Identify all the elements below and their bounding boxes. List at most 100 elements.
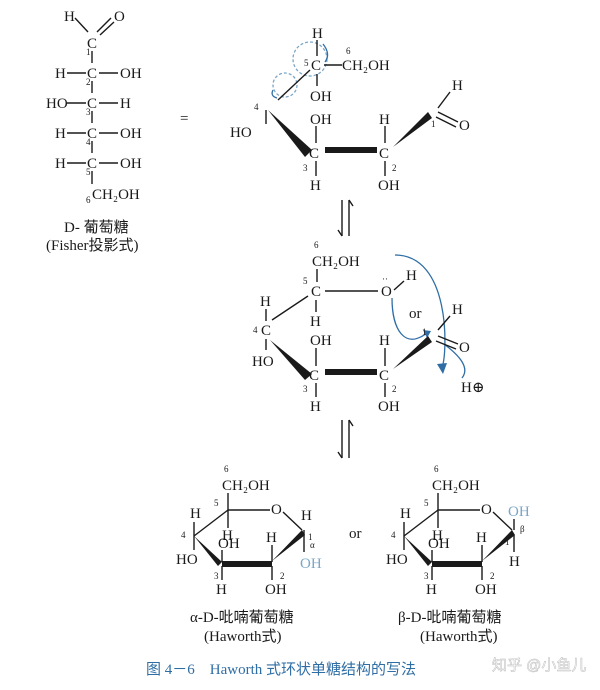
b-c1-oh-anomeric: OH [508,504,530,520]
a-c4-ho: HO [176,552,198,568]
b-c1-h: H [509,554,520,570]
c1-h-top: H [452,78,463,94]
c5-atom-mid: C [311,284,321,300]
b-num-5: 5 [424,498,429,508]
a-num-3: 3 [214,571,219,581]
num-6-top: 6 [346,46,351,56]
equilibrium-arrow-1 [337,199,354,237]
num-1-top: 1 [431,119,436,129]
num-3-top: 3 [303,163,308,173]
beta-subtitle: (Haworth式) [420,628,497,645]
equilibrium-arrow-2 [337,419,354,459]
a-ring-o: O [271,502,282,518]
a-c3-h: H [216,582,227,598]
num-4-mid: 4 [253,325,258,335]
num-4-top: 4 [254,102,259,112]
fisher-projection: H O C 1 H C 2 OH HO C 3 H H C 4 OH H C [46,9,142,254]
fisher-num-3: 3 [86,107,91,117]
fisher-num-5: 5 [86,167,91,177]
c3-h-mid: H [310,399,321,415]
b-c3-oh: OH [428,536,450,552]
c4-h-mid: H [260,294,271,310]
num-5-mid: 5 [303,276,308,286]
ring-o-mid: O [381,284,392,300]
num-2-mid: 2 [392,384,397,394]
fisher-h-5: H [55,156,66,172]
a-ch2oh: CH₂OH [222,478,270,494]
b-ring-o: O [481,502,492,518]
c4-atom-mid: C [261,323,271,339]
a-c5-h: H [222,528,233,544]
open-chain-structure: H 5 C 6 CH₂OH OH 4 HO OH C 3 H C 2 H OH … [230,26,470,194]
alpha-haworth: 6 CH₂OH 5 O H 4 H HO OH 3 H H 2 OH H 1 O… [176,464,322,645]
a-num-1: 1 [308,532,313,542]
a-c1-h: H [301,508,312,524]
c1-o-top: O [459,118,470,134]
b-num-1: 1 [505,537,510,547]
c2-oh-top: OH [378,178,400,194]
c1-h-mid: H [452,302,463,318]
fisher-c5: C [87,156,97,172]
b-c4-ho: HO [386,552,408,568]
c3-atom-mid: C [309,368,319,384]
c3-atom-top: C [309,146,319,162]
hydroxyl-h-mid: H [406,268,417,284]
fisher-name: D- 葡萄糖 [64,219,129,236]
a-c4-h: H [190,506,201,522]
c3-oh-mid: OH [310,333,332,349]
c5-oh-top: OH [310,89,332,105]
fisher-h-3: H [120,96,131,112]
fisher-num-2: 2 [86,77,91,87]
proton-label: H⊕ [461,380,484,396]
equals-sign: = [180,111,188,127]
fisher-ch2oh: CH₂OH [92,187,140,203]
fisher-c2: C [87,66,97,82]
b-num-3: 3 [424,571,429,581]
a-c2-oh: OH [265,582,287,598]
b-c3-h: H [426,582,437,598]
b-ch2oh: CH₂OH [432,478,480,494]
lone-pair-mid: ·· [382,274,388,284]
or-bottom: or [349,526,362,542]
figure-caption: 图 4－6 Haworth 式环状单糖结构的写法 [146,661,416,678]
b-num-4: 4 [391,530,396,540]
beta-name: β-D-吡喃葡萄糖 [398,609,501,626]
c6-ch2oh-mid: CH₂OH [312,254,360,270]
intermediate-structure: 6 CH₂OH 5 C H O ·· H or H 4 C HO OH C 3 … [252,240,484,415]
c2-h-top: H [379,112,390,128]
c3-oh-top: OH [310,112,332,128]
fisher-c1: C [87,36,97,52]
c3-h-top: H [310,178,321,194]
fisher-c3: C [87,96,97,112]
fisher-oh-5: OH [120,156,142,172]
b-c4-h: H [400,506,411,522]
num-2-top: 2 [392,163,397,173]
fisher-oh-4: OH [120,126,142,142]
fisher-h-top: H [64,9,75,25]
c5-atom: C [311,58,321,74]
b-c2-oh: OH [475,582,497,598]
b-num-6: 6 [434,464,439,474]
a-num-2: 2 [280,571,285,581]
fisher-h-4: H [55,126,66,142]
fisher-h-2: H [55,66,66,82]
fisher-num-4: 4 [86,137,91,147]
fisher-ho-3: HO [46,96,68,112]
fisher-subtitle: (Fisher投影式) [46,237,139,254]
c2-atom-top: C [379,146,389,162]
fisher-oh-2: OH [120,66,142,82]
a-num-5: 5 [214,498,219,508]
beta-haworth: 6 CH₂OH 5 O H 4 H HO OH 3 H H 2 OH OH β … [386,464,530,645]
num-6-mid: 6 [314,240,319,250]
c5-h-label: H [312,26,323,42]
num-1-mid: 1 [422,327,427,337]
num-5-top: 5 [304,58,309,68]
a-num-4: 4 [181,530,186,540]
fisher-c4: C [87,126,97,142]
c1-o-mid: O [459,340,470,356]
c6-ch2oh-top: CH₂OH [342,58,390,74]
c4-ho-mid: HO [252,354,274,370]
alpha-subtitle: (Haworth式) [204,628,281,645]
a-alpha-label: α [310,540,315,550]
